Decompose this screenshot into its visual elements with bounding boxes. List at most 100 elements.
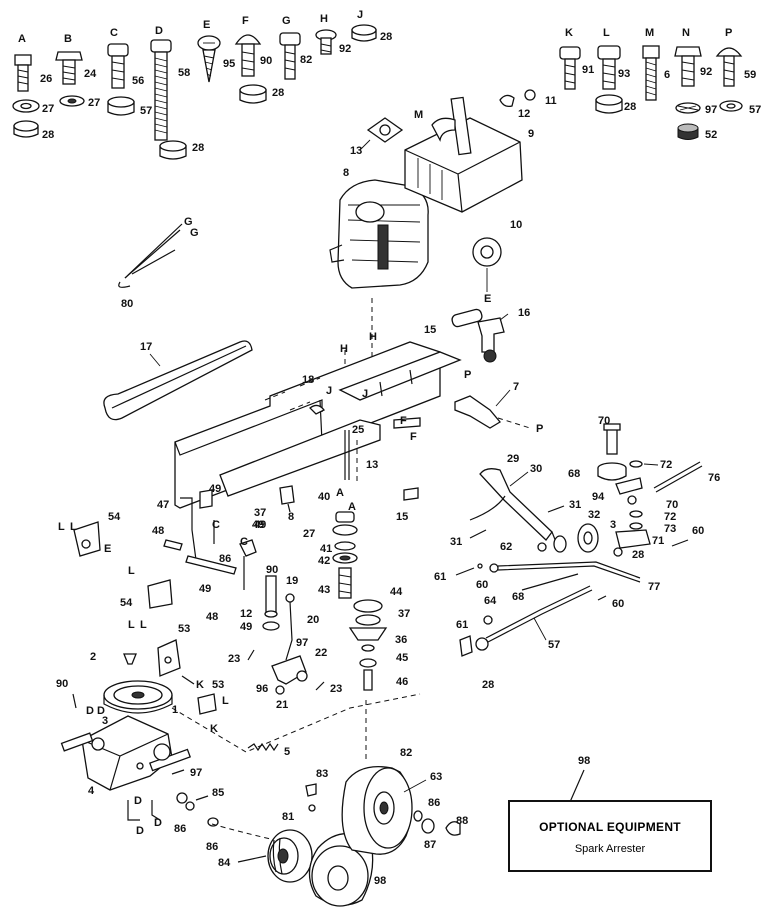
part-46-a: 48 [152, 525, 164, 537]
part-93: 95 [223, 58, 235, 70]
part-5: 5 [284, 746, 290, 758]
part-49: 49 [240, 621, 252, 633]
part-11: 11 [545, 95, 557, 107]
part-16: 16 [518, 307, 530, 319]
part-78: 81 [282, 811, 294, 823]
letter-l: L [603, 27, 610, 39]
letter-j-frame2: J [362, 388, 368, 400]
part-31-b: 31 [450, 536, 462, 548]
part-72: 73 [664, 523, 676, 535]
part-57-b: 60 [612, 598, 624, 610]
part-22: 22 [315, 647, 327, 659]
part-12-bolt: 12 [240, 608, 252, 620]
part-76: 80 [121, 298, 133, 310]
part-9: 9 [528, 128, 534, 140]
part-10: 10 [510, 219, 522, 231]
part-88-h: 92 [339, 43, 351, 55]
part-7: 7 [513, 381, 519, 393]
rear-tire-97 [308, 832, 374, 907]
bracket-55-lower [147, 579, 173, 609]
part-32: 32 [588, 509, 600, 521]
letter-h-engine: H [369, 331, 377, 343]
arm-69 [615, 529, 651, 549]
part-28-d: 28 [192, 142, 204, 154]
washer-84 [421, 818, 435, 834]
letter-l-55b: L [70, 521, 77, 533]
letter-l-54c: L [222, 695, 229, 707]
letter-g-76b: G [190, 227, 199, 239]
part-42: 44 [390, 586, 403, 598]
part-94: 96 [256, 683, 268, 695]
part-48-left: 49 [209, 483, 221, 495]
part-74: 77 [648, 581, 660, 593]
part-11-screw [524, 89, 536, 101]
letter-p-7b: P [536, 423, 543, 435]
letter-j: J [357, 9, 363, 21]
letter-c-left: C [212, 519, 220, 531]
fastener-p: P [715, 27, 743, 112]
optional-equipment-title: OPTIONAL EQUIPMENT [539, 820, 681, 834]
part-83-a: 86 [174, 823, 186, 835]
letter-c-left2: C [240, 536, 248, 548]
part-19: 19 [286, 575, 298, 587]
fastener-e: E [197, 19, 221, 83]
part-85: 88 [456, 815, 468, 827]
part-39: 41 [320, 543, 332, 555]
letter-l-55c: L [128, 565, 135, 577]
part-68: 70 [666, 499, 678, 511]
letter-k-54b: K [210, 723, 218, 735]
fastener-h: H [315, 13, 337, 55]
part-15: 15 [424, 324, 436, 336]
letter-n: N [682, 27, 690, 39]
part-4: 4 [88, 785, 95, 797]
letter-l-54a: L [128, 619, 135, 631]
bolt-70 [603, 423, 621, 455]
part-73: 76 [708, 472, 720, 484]
end-60 [477, 563, 483, 569]
bracket-55-upper [73, 521, 101, 557]
part-27-stack: 27 [303, 528, 315, 540]
part-64: 64 [484, 595, 497, 607]
tie-rod-59 [485, 585, 593, 643]
part-52-c: 57 [140, 105, 152, 117]
letter-d-tx2: D [97, 705, 105, 717]
part-48-l2: 49 [252, 519, 264, 531]
part-86: 90 [260, 55, 272, 67]
part-28-steer: 28 [632, 549, 644, 561]
fastener-c: C [107, 27, 135, 116]
part-2: 2 [90, 651, 96, 663]
part-88-n: 92 [700, 66, 712, 78]
washer-71b [629, 510, 643, 518]
washer-83 [413, 810, 423, 822]
letter-e-55: E [104, 543, 111, 555]
part-17: 17 [140, 341, 152, 353]
frame-dashes [171, 693, 421, 841]
idler-pulley-36 [348, 599, 388, 691]
letter-d-axle3: D [154, 817, 162, 829]
part-55-a: 54 [108, 511, 121, 523]
part-55-b: 54 [120, 597, 133, 609]
part-20: 20 [307, 614, 319, 626]
rod-20 [285, 593, 295, 661]
part-87: 86 [219, 553, 231, 565]
letter-e-10: E [484, 293, 491, 305]
letter-j-frame: J [326, 385, 332, 397]
part-28-f: 28 [272, 87, 284, 99]
part-82: 85 [212, 787, 224, 799]
arm-68 [615, 477, 643, 505]
part-91: 94 [592, 491, 605, 503]
cap-85 [445, 821, 461, 836]
part-28-j: 28 [380, 31, 392, 43]
engine [329, 179, 429, 289]
part-86-tx: 90 [56, 678, 68, 690]
fastener-l: L [595, 27, 623, 114]
part-97: 98 [374, 875, 386, 887]
part-89: 91 [582, 64, 594, 76]
part-61: 61 [456, 619, 468, 631]
letter-d-axle: D [134, 795, 142, 807]
letter-f-frame2: F [410, 431, 417, 443]
letter-a-shaft2: A [348, 501, 356, 513]
leader-98 [569, 769, 585, 803]
optional-equipment-box: OPTIONAL EQUIPMENT Spark Arrester [508, 800, 712, 872]
